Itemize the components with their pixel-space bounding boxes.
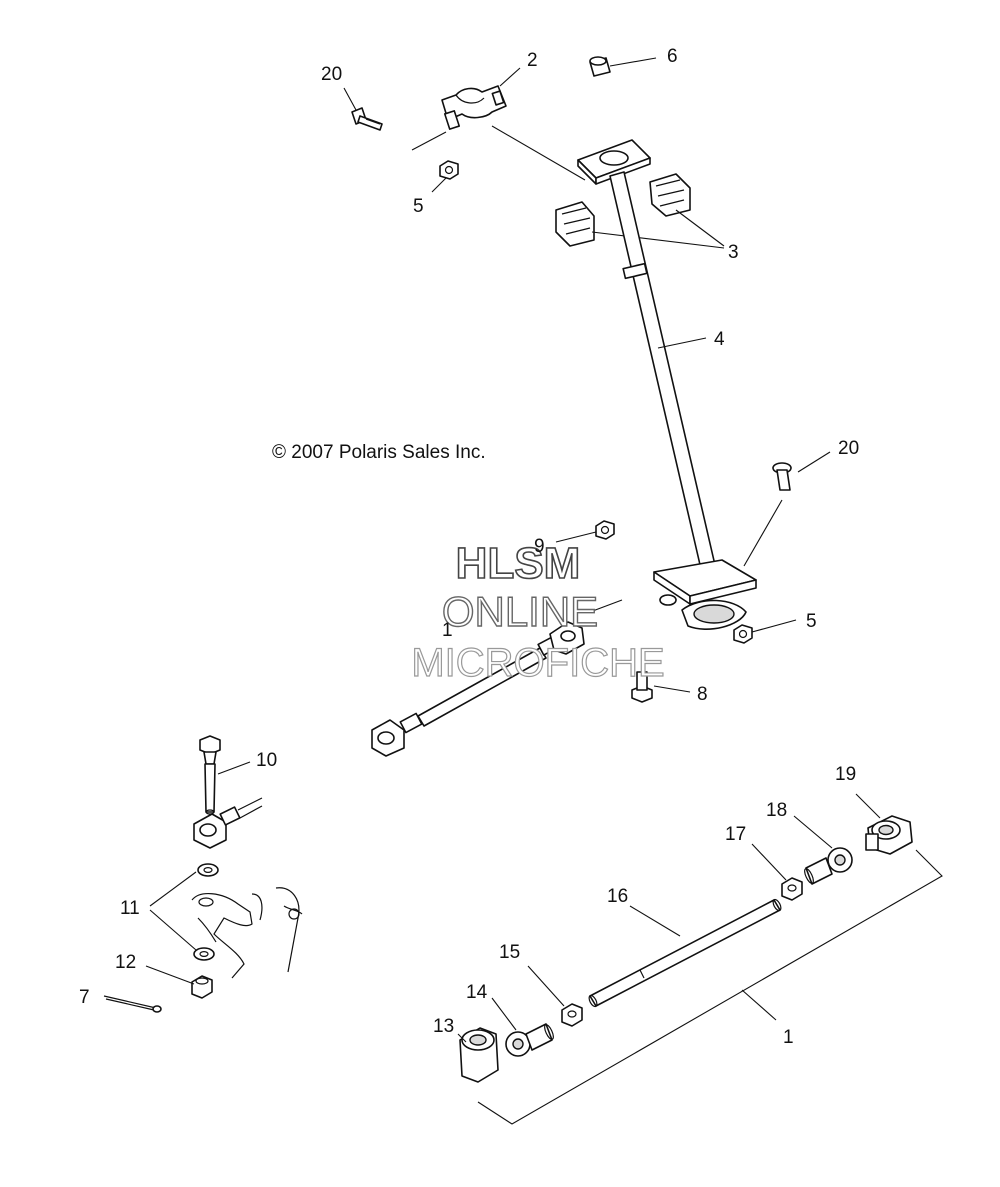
leader-6 [609, 57, 657, 67]
leader-14 [491, 997, 517, 1031]
leader-11-b [149, 909, 197, 951]
nut-5-top[interactable] [439, 160, 459, 180]
callout-18: 18 [766, 800, 787, 821]
callout-4: 4 [714, 329, 725, 350]
callout-5-top: 5 [413, 196, 424, 217]
callout-15: 15 [499, 942, 520, 963]
leader-11-a [149, 871, 197, 907]
callout-20-mid: 20 [838, 438, 859, 459]
rod-end-left[interactable] [193, 797, 263, 849]
leader-3-a [591, 231, 725, 249]
bolt-20-mid[interactable] [772, 462, 792, 491]
leader-1-lower [741, 989, 777, 1021]
leader-20-top [343, 87, 357, 111]
callout-12: 12 [115, 952, 136, 973]
leader-13 [457, 1033, 467, 1043]
clamp-bracket-2[interactable] [441, 85, 507, 130]
leader-17 [751, 843, 787, 881]
leader-1-upper [589, 599, 623, 613]
callout-1-lower: 1 [783, 1027, 794, 1048]
assembly-bracket-1 [477, 849, 943, 1125]
leader-2-left [411, 131, 447, 151]
nut-5-mid[interactable] [733, 624, 753, 644]
jam-nut-17[interactable] [781, 877, 803, 901]
callout-10: 10 [256, 750, 277, 771]
nut-9[interactable] [595, 520, 615, 540]
copyright-notice: © 2007 Polaris Sales Inc. [272, 442, 486, 463]
cotter-pin-7[interactable] [103, 995, 162, 1013]
leader-8 [653, 685, 691, 693]
steering-column-4[interactable] [577, 139, 757, 630]
leader-10 [217, 761, 251, 775]
callout-3: 3 [728, 242, 739, 263]
leader-15 [527, 965, 565, 1007]
tie-rod-assembly-1[interactable] [371, 621, 585, 757]
leader-19 [855, 793, 881, 819]
leader-5-mid [751, 619, 797, 633]
callout-16: 16 [607, 886, 628, 907]
callout-14: 14 [466, 982, 488, 1003]
bolt-20-top[interactable] [351, 107, 383, 131]
leader-3-b [675, 209, 725, 247]
callout-20-top: 20 [321, 64, 342, 85]
tie-rod-16[interactable] [588, 898, 783, 1008]
leader-9 [555, 531, 597, 543]
callout-7: 7 [79, 987, 90, 1008]
callout-8: 8 [697, 684, 708, 705]
callout-2: 2 [527, 50, 538, 71]
rod-end-19[interactable] [865, 815, 913, 855]
callout-13: 13 [433, 1016, 454, 1037]
callout-6: 6 [667, 46, 678, 67]
leader-5-top [431, 177, 447, 193]
leader-2 [499, 67, 521, 87]
ball-joint-18[interactable] [803, 847, 853, 885]
leader-2-to-column [491, 125, 586, 181]
leader-18 [793, 815, 833, 849]
leader-4 [657, 337, 707, 349]
bolt-8[interactable] [631, 671, 653, 703]
leader-20-mid [797, 451, 831, 473]
callout-11: 11 [120, 898, 140, 919]
jam-nut-15[interactable] [561, 1003, 583, 1027]
rod-end-13[interactable] [459, 1027, 499, 1083]
bushing-6[interactable] [589, 56, 611, 77]
washers-11[interactable] [193, 863, 219, 961]
watermark-line-1: HLSM [456, 539, 581, 588]
nut-12[interactable] [191, 975, 213, 999]
leader-20-mid-to-flange [743, 499, 783, 567]
bolt-10[interactable] [199, 735, 221, 815]
watermark-line-3: MICROFICHE [411, 641, 664, 685]
callout-9: 9 [534, 536, 545, 557]
bushing-halves-3[interactable] [555, 173, 691, 247]
callout-1-upper: 1 [442, 620, 453, 641]
leader-16 [629, 905, 681, 937]
callout-5-mid: 5 [806, 611, 817, 632]
watermark-line-2: ONLINE [442, 588, 598, 635]
spindle-arm-outline [191, 887, 303, 979]
callout-17: 17 [725, 824, 746, 845]
leader-12 [145, 965, 195, 985]
callout-19: 19 [835, 764, 856, 785]
ball-joint-14[interactable] [505, 1023, 555, 1057]
